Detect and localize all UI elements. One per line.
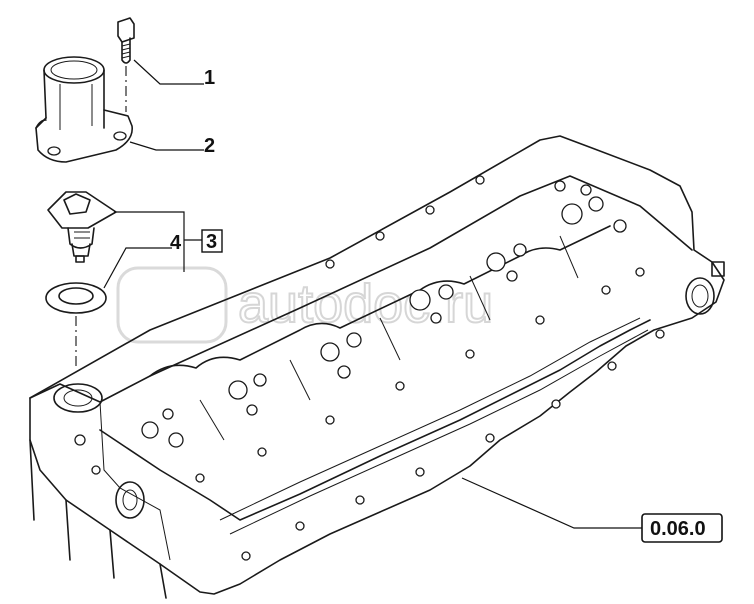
cylinder-head	[29, 135, 725, 599]
reference-box	[641, 513, 723, 543]
thermostat-part	[47, 191, 117, 263]
callout-4: 4	[170, 232, 182, 254]
watermark-logo-box	[116, 266, 228, 344]
callout-leaders	[103, 59, 642, 529]
callout-1: 1	[204, 67, 215, 89]
watermark: autodoc.ru	[116, 266, 494, 344]
bolt-part	[117, 17, 135, 112]
callout-3: 3	[206, 231, 217, 253]
cylinder-head-holes	[74, 175, 665, 561]
housing-part	[35, 56, 133, 163]
seal-ring-part	[45, 282, 107, 370]
watermark-text: autodoc.ru	[238, 274, 493, 334]
callout-2: 2	[204, 135, 215, 157]
callout-3-box	[201, 229, 223, 253]
reference-label: 0.06.0	[650, 518, 706, 540]
